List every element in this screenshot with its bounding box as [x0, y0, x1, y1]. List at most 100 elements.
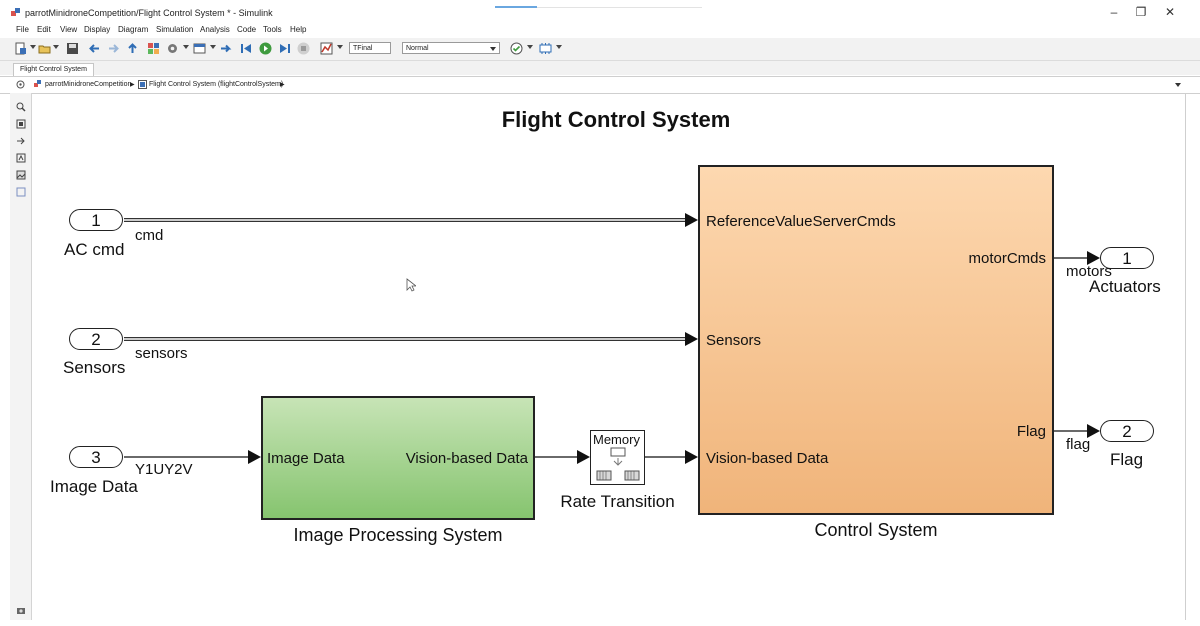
title-accent-line: [495, 6, 537, 8]
inport-2[interactable]: 2: [69, 328, 123, 350]
chevron-down-icon: [490, 47, 496, 51]
simulink-app-icon: [11, 8, 20, 16]
image-processing-output-port: Vision-based Data: [405, 450, 528, 467]
model-canvas[interactable]: Flight Control System 1 AC cmd cmd 2 Sen…: [32, 93, 1185, 620]
menu-code[interactable]: Code: [237, 25, 257, 34]
inport-1-label: AC cmd: [64, 240, 125, 259]
outport-1[interactable]: 1: [1100, 247, 1154, 269]
menu-display[interactable]: Display: [84, 25, 111, 34]
subsystem-icon: [138, 80, 147, 89]
menu-help[interactable]: Help: [290, 25, 307, 34]
zoom-icon[interactable]: [16, 102, 26, 112]
explorer-icon[interactable]: [193, 42, 206, 55]
rate-transition-title: Rate Transition: [560, 492, 675, 511]
run-icon[interactable]: [259, 42, 272, 55]
title-bar: parrotMinidroneCompetition/Flight Contro…: [0, 0, 1200, 22]
arrowhead: [685, 332, 698, 346]
diagram-title: Flight Control System: [501, 107, 731, 132]
new-model-icon[interactable]: [14, 42, 27, 55]
arrowhead: [248, 450, 261, 464]
inport-1[interactable]: 1: [69, 209, 123, 231]
data-inspector-icon[interactable]: [320, 42, 333, 55]
menu-bar: File Edit View Display Diagram Simulatio…: [0, 22, 1200, 38]
outport-2[interactable]: 2: [1100, 420, 1154, 442]
menu-file[interactable]: File: [16, 25, 29, 34]
hide-show-browser-icon[interactable]: [16, 80, 25, 89]
stop-icon[interactable]: [297, 42, 310, 55]
control-system-title: Control System: [814, 520, 938, 540]
outport-1-label: Actuators: [1089, 277, 1161, 296]
menu-view[interactable]: View: [60, 25, 78, 34]
menu-edit[interactable]: Edit: [37, 25, 51, 34]
screenshot-icon[interactable]: [16, 605, 26, 615]
chevron-right-icon: ▶: [130, 82, 135, 88]
breadcrumb-item-model[interactable]: parrotMinidroneCompetition: [45, 81, 132, 88]
simulation-mode-select[interactable]: Normal: [402, 42, 500, 54]
build-dropdown-icon[interactable]: [556, 45, 562, 49]
title-accent-line-light: [537, 7, 702, 8]
up-icon[interactable]: [126, 42, 139, 55]
menu-tools[interactable]: Tools: [263, 25, 282, 34]
chevron-down-icon[interactable]: [1175, 83, 1181, 87]
annotation-icon[interactable]: [16, 153, 26, 163]
canvas-right-border: [1185, 93, 1186, 620]
model-settings-dropdown-icon[interactable]: [183, 45, 189, 49]
tab-flight-control-system[interactable]: Flight Control System: [13, 63, 94, 76]
arrowhead: [685, 213, 698, 227]
control-input-vision-data: Vision-based Data: [706, 450, 829, 467]
signal-label-flag: flag: [1066, 436, 1091, 453]
open-icon[interactable]: [38, 42, 51, 55]
build-icon[interactable]: [539, 42, 552, 55]
tab-strip: Flight Control System: [0, 61, 1200, 76]
step-back-icon-2[interactable]: [240, 42, 253, 55]
arrowhead: [577, 450, 590, 464]
image-icon[interactable]: [16, 170, 26, 180]
signal-label-y1uy2v: Y1UY2V: [135, 461, 193, 478]
stop-time-input[interactable]: TFinal: [349, 42, 391, 54]
new-model-dropdown-icon[interactable]: [30, 45, 36, 49]
window-title: parrotMinidroneCompetition/Flight Contro…: [25, 8, 273, 18]
control-system-block[interactable]: ReferenceValueServerCmds Sensors Vision-…: [698, 165, 1054, 515]
forward-icon[interactable]: [107, 42, 120, 55]
minimize-button[interactable]: –: [1110, 5, 1118, 19]
inport-3-label: Image Data: [50, 477, 138, 496]
back-icon[interactable]: [88, 42, 101, 55]
fit-to-view-icon[interactable]: [16, 119, 26, 129]
close-button[interactable]: ✕: [1164, 5, 1176, 19]
toolbar: TFinal Normal: [0, 38, 1200, 61]
menu-simulation[interactable]: Simulation: [156, 25, 194, 34]
image-processing-block[interactable]: Image Data Vision-based Data: [261, 396, 535, 520]
inport-2-label: Sensors: [63, 358, 126, 377]
signal-label-cmd: cmd: [135, 227, 164, 244]
breadcrumb: parrotMinidroneCompetition ▶ Flight Cont…: [0, 76, 1200, 94]
control-input-sensors: Sensors: [706, 332, 762, 349]
control-input-reference-cmds: ReferenceValueServerCmds: [706, 213, 896, 230]
inport-3[interactable]: 3: [69, 446, 123, 468]
menu-analysis[interactable]: Analysis: [200, 25, 230, 34]
data-inspector-dropdown-icon[interactable]: [337, 45, 343, 49]
area-icon[interactable]: [16, 187, 26, 197]
left-palette: [10, 93, 32, 620]
model-advisor-dropdown-icon[interactable]: [527, 45, 533, 49]
open-dropdown-icon[interactable]: [53, 45, 59, 49]
step-back-icon[interactable]: [220, 42, 233, 55]
arrowhead: [685, 450, 698, 464]
rate-transition-memory-label: Memory: [593, 432, 640, 447]
model-advisor-icon[interactable]: [510, 42, 523, 55]
rate-transition-block[interactable]: Memory: [590, 430, 645, 485]
restore-button[interactable]: ❐: [1135, 5, 1147, 19]
model-settings-icon[interactable]: [166, 42, 179, 55]
image-processing-title: Image Processing System: [293, 525, 503, 545]
menu-diagram[interactable]: Diagram: [118, 25, 149, 34]
breadcrumb-item-subsystem[interactable]: Flight Control System (flightControlSyst…: [149, 81, 284, 88]
save-icon[interactable]: [66, 42, 79, 55]
rate-transition-icon: [596, 447, 640, 481]
chevron-right-icon: ▶: [280, 82, 285, 88]
arrowhead: [1087, 251, 1100, 265]
step-forward-icon[interactable]: [278, 42, 291, 55]
library-browser-icon[interactable]: [147, 42, 160, 55]
explorer-dropdown-icon[interactable]: [210, 45, 216, 49]
signal-lines: [124, 213, 1100, 464]
arrowhead: [1087, 424, 1100, 438]
arrow-icon[interactable]: [16, 136, 26, 146]
